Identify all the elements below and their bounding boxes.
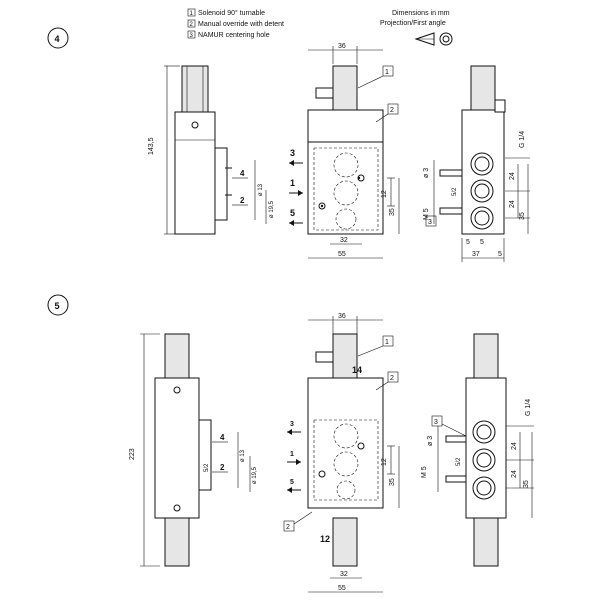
f4-side-d13: ø 13 xyxy=(258,183,264,196)
figure-badge-5-label: 5 xyxy=(55,301,60,311)
f4-right-w5c: 5 xyxy=(498,251,502,258)
f4-front-h35: 35 xyxy=(389,208,396,216)
f4-callout-2: 2 xyxy=(390,107,394,114)
f4-side-port-2: 2 xyxy=(240,196,245,205)
projection-note: Projection/First angle xyxy=(380,20,446,27)
legend-text-1: Solenoid 90° turnable xyxy=(198,9,265,17)
f5-front-n12: 12 xyxy=(320,534,330,544)
legend: 1 Solenoid 90° turnable 2 Manual overrid… xyxy=(187,8,453,46)
f5-side-d195: ø 19,5 xyxy=(252,466,258,484)
f4-front-w32: 32 xyxy=(340,237,348,244)
f5-front-port-3: 3 xyxy=(290,421,294,428)
f5-callout-3: 3 xyxy=(434,419,438,426)
f5-front-w32: 32 xyxy=(340,571,348,578)
f4-right-h35: 35 xyxy=(519,212,526,220)
f4-front-port-3: 3 xyxy=(290,148,295,158)
f5-side-d13: ø 13 xyxy=(240,449,246,462)
f5-right-m5: M 5 xyxy=(421,466,428,478)
f4-right-d3: ø 3 xyxy=(423,168,430,178)
figure-badge-4-label: 4 xyxy=(55,34,60,44)
f5-front-w36: 36 xyxy=(338,313,346,320)
f4-callout-1: 1 xyxy=(385,69,389,76)
f5-front-n14: 14 xyxy=(352,365,362,375)
f4-side-d195: ø 19,5 xyxy=(269,200,275,218)
figure4-right-view: 5/2 G 1/4 24 24 35 ø 3 M 5 3 37 5 5 5 xyxy=(423,65,530,262)
figure4-side-view: 143,5 4 2 ø 13 ø 19,5 xyxy=(148,65,275,235)
f5-front-port-1: 1 xyxy=(290,451,294,458)
f5-right-h24a: 24 xyxy=(511,442,518,450)
f4-front-h12: 12 xyxy=(381,190,388,198)
f5-callout-2a: 2 xyxy=(390,375,394,382)
f4-right-h24a: 24 xyxy=(509,172,516,180)
f5-side-height-dim: 223 xyxy=(129,448,136,460)
f5-side-port-2: 2 xyxy=(220,463,225,472)
f4-side-height-dim: 143,5 xyxy=(148,137,155,155)
f4-right-w5a: 5 xyxy=(466,239,470,246)
figure5-right-view: 5/2 G 1/4 24 24 35 ø 3 M 5 3 xyxy=(421,333,534,567)
figure5-front-view: 36 14 12 3 1 5 12 xyxy=(283,313,400,593)
f4-front-w36: 36 xyxy=(338,43,346,50)
first-angle-projection-icon xyxy=(414,32,453,46)
figure4-front-view: 36 3 1 5 12 35 xyxy=(289,43,400,259)
f4-right-w5b: 5 xyxy=(480,239,484,246)
f4-right-w37: 37 xyxy=(472,251,480,258)
f5-right-g14: G 1/4 xyxy=(525,399,532,416)
figure-4: 4 143,5 4 2 ø 13 ø 19,5 xyxy=(47,27,530,262)
f5-side-rot: 5/2 xyxy=(204,463,210,472)
f5-front-h35: 35 xyxy=(389,478,396,486)
f5-right-d3: ø 3 xyxy=(427,436,434,446)
f4-right-rot: 5/2 xyxy=(452,187,458,196)
f5-front-port-5: 5 xyxy=(290,479,294,486)
legend-num-1: 1 xyxy=(190,11,194,17)
f4-front-port-1: 1 xyxy=(290,178,295,188)
legend-text-3: NAMUR centering hole xyxy=(198,32,270,39)
f5-right-h35: 35 xyxy=(523,480,530,488)
legend-text-2: Manual override with detent xyxy=(198,21,284,28)
f5-side-port-4: 4 xyxy=(220,433,225,442)
figure5-side-view: 223 5/2 4 2 ø 13 ø 19,5 xyxy=(129,333,258,567)
legend-num-2: 2 xyxy=(190,22,194,28)
f4-callout-3: 3 xyxy=(428,219,432,226)
units-note: Dimensions in mm xyxy=(392,10,450,17)
f4-front-w55: 55 xyxy=(338,251,346,258)
f4-right-m5: M 5 xyxy=(423,208,430,220)
f5-right-h24b: 24 xyxy=(511,470,518,478)
f5-front-w55: 55 xyxy=(338,585,346,592)
f4-side-port-4: 4 xyxy=(240,169,245,178)
f5-right-rot: 5/2 xyxy=(456,457,462,466)
f5-callout-2b: 2 xyxy=(286,524,290,531)
f4-front-port-5: 5 xyxy=(290,208,295,218)
f4-right-h24b: 24 xyxy=(509,200,516,208)
legend-num-3: 3 xyxy=(190,33,194,39)
figure-5: 5 223 5/2 4 2 ø 13 ø 19,5 xyxy=(47,294,534,593)
f5-callout-1: 1 xyxy=(385,339,389,346)
figure-badge-5 xyxy=(47,294,69,316)
f4-right-g14: G 1/4 xyxy=(519,131,526,148)
figure-badge-4 xyxy=(47,27,69,49)
f5-front-h12: 12 xyxy=(381,458,388,466)
